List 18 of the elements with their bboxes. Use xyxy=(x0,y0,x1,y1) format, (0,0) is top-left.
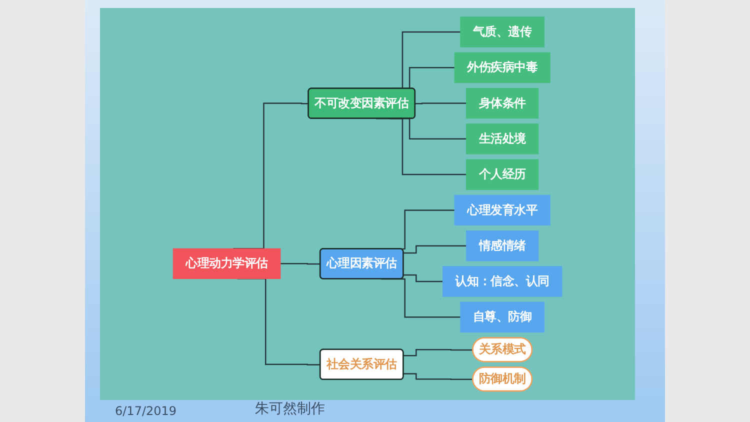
connector xyxy=(403,349,473,356)
footer-date: 6/17/2019 xyxy=(115,404,177,419)
node-box: 外伤疾病中毒 xyxy=(454,52,550,83)
connector xyxy=(280,263,320,265)
connector xyxy=(403,274,443,282)
node-box: 生活处境 xyxy=(466,124,539,154)
author-credit: 朱可然制作 xyxy=(255,402,325,417)
connector xyxy=(403,245,466,254)
node-box: 心理动力学评估 xyxy=(172,248,281,279)
connector xyxy=(403,373,473,380)
node-box: 个人经历 xyxy=(466,159,539,190)
node-box: 认知：信念、认同 xyxy=(442,266,562,297)
node-box: 自尊、防御 xyxy=(460,302,544,332)
connector xyxy=(415,102,466,104)
node-box: 身体条件 xyxy=(466,88,539,119)
node-box: 心理发育水平 xyxy=(454,194,550,226)
node-box: 情感情绪 xyxy=(466,230,539,262)
node-box: 气质、遗传 xyxy=(460,16,544,48)
